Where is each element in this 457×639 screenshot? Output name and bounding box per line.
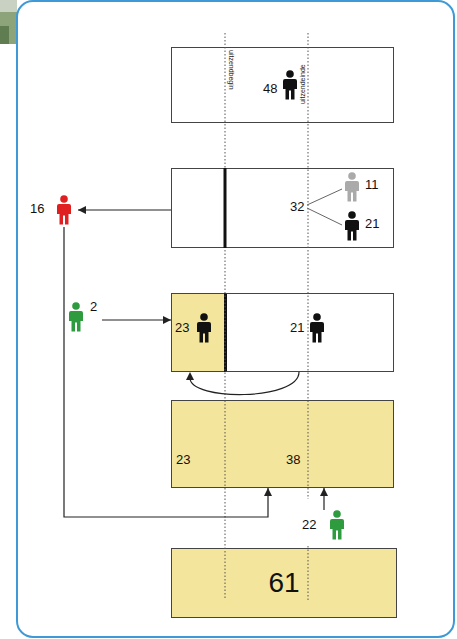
count-number: 23	[176, 453, 190, 466]
flow-arrow	[186, 372, 299, 395]
count-number: 38	[286, 453, 300, 466]
total-box: 61	[171, 548, 397, 618]
branch-line	[307, 189, 342, 205]
branch-line	[307, 208, 342, 225]
dotted-guide	[308, 33, 309, 499]
arrow-head	[320, 488, 328, 496]
person-group: 16	[28, 193, 78, 227]
photo-fragment	[0, 0, 17, 44]
count-number: 11	[365, 178, 379, 191]
person-icon	[69, 302, 83, 331]
count-number: 23	[175, 321, 189, 334]
flow-line	[323, 488, 324, 510]
flow-arrow	[320, 488, 328, 510]
dotted-guide	[225, 33, 226, 600]
person-icon	[57, 195, 71, 224]
arrow-head	[163, 316, 171, 324]
dotted-guide	[308, 546, 309, 600]
count-number: 2	[90, 300, 97, 313]
panel-frame	[17, 1, 454, 637]
arrow-head	[186, 372, 194, 380]
stage-box: 48	[171, 47, 394, 123]
person-icon	[345, 211, 359, 240]
flow-line	[78, 209, 171, 210]
axis-label: uitzendbegin	[227, 50, 235, 90]
arrow-head	[78, 206, 86, 214]
count-number: 16	[30, 202, 44, 215]
count-number: 48	[263, 82, 277, 95]
count-number: 61	[172, 569, 396, 597]
count-number: 22	[302, 518, 316, 531]
flow-arrow	[64, 227, 272, 517]
person-group: 22	[300, 510, 350, 542]
stage-box: 23	[171, 293, 225, 372]
person-icon	[330, 510, 344, 539]
axis-label: uitzendeinde	[299, 64, 307, 104]
person-icon	[345, 172, 359, 201]
flow-arrow	[78, 206, 171, 214]
photo-fragment	[0, 0, 17, 12]
person-icon	[310, 313, 324, 342]
arrow-head	[264, 488, 272, 496]
stage-box: 21	[224, 293, 394, 372]
count-number: 21	[365, 217, 379, 230]
person-icon	[283, 70, 297, 99]
count-number: 32	[290, 200, 304, 213]
stage-box: 32 11 21	[171, 168, 394, 248]
person-icon	[197, 313, 211, 342]
stage-box: 23 38	[171, 400, 394, 488]
count-number: 21	[290, 321, 304, 334]
photo-fragment	[0, 26, 9, 44]
person-group: 2	[66, 298, 102, 334]
flow-line	[190, 372, 299, 395]
flow-arrow	[102, 316, 171, 324]
flow-line	[64, 227, 268, 517]
flow-line	[102, 319, 171, 320]
divider-line	[224, 168, 227, 248]
